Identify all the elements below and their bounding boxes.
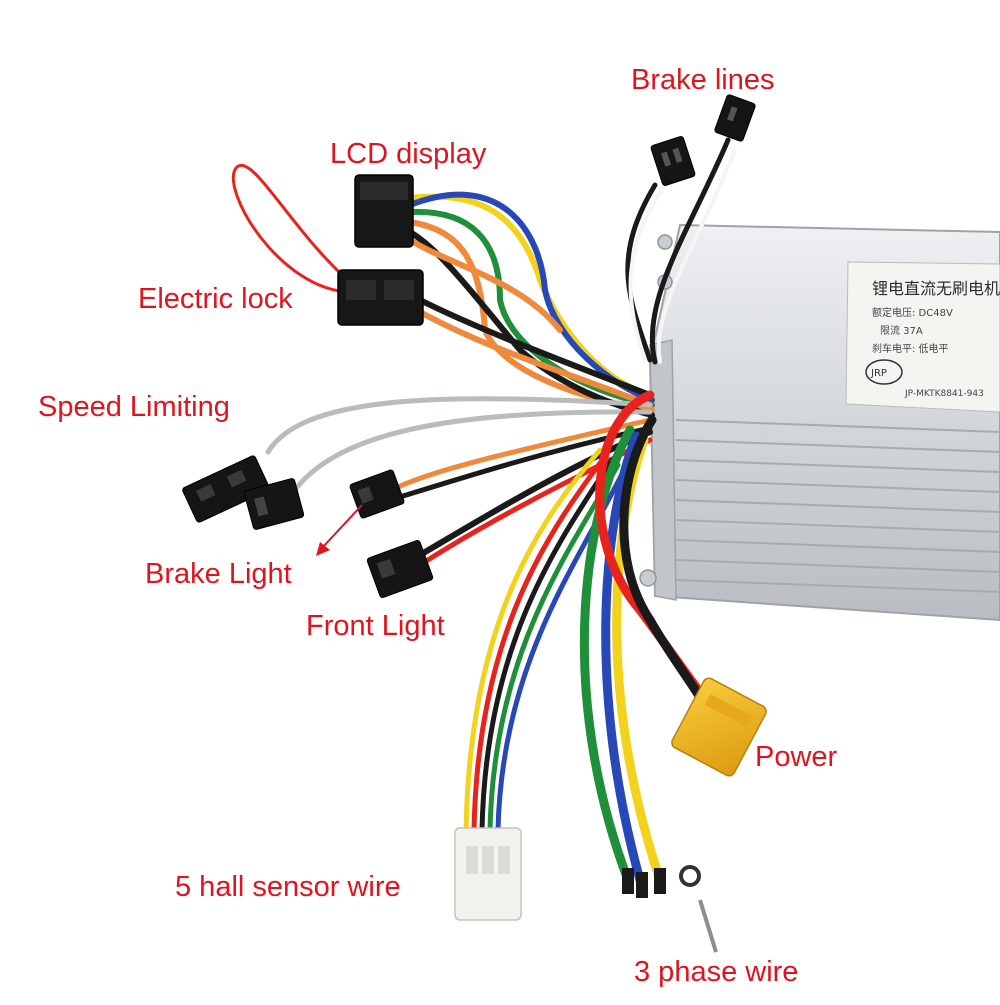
label-phase-wire: 3 phase wire [634,956,799,988]
brake-line-connector-2 [714,94,756,142]
plate-model: JP-MKTK8841-943 [904,389,984,399]
plate-line-3: 刹车电平: 低电平 [872,342,949,355]
brake-lines-wires [625,137,737,365]
heatsink-fins [675,419,1000,593]
label-front-light: Front Light [306,610,445,642]
brand-logo-icon [865,359,903,385]
label-brake-light: Brake Light [145,558,292,590]
brake-line-connector-1 [650,136,696,186]
bottom-harness-wires [463,390,711,885]
screw-icon [639,569,657,587]
label-hall-sensor: 5 hall sensor wire [175,871,401,903]
brake-light-arrow [316,504,363,556]
label-electric-lock: Electric lock [138,283,293,315]
plate-heading: 锂电直流无刷电机 [872,279,1000,298]
label-speed-limiting: Speed Limiting [38,391,230,423]
label-brake-lines: Brake lines [631,64,775,96]
hall-sensor-connector [454,827,522,921]
label-lcd-display: LCD display [330,138,487,170]
plate-line-1: 额定电压: DC48V [872,306,953,319]
electric-lock-connector [337,269,424,326]
front-light-connector [366,540,434,598]
left-harness-wires [231,164,655,568]
phase-wire-terminals [622,865,718,953]
speed-limiting-connector-male [243,478,305,530]
lcd-display-connector [354,174,414,248]
label-power: Power [755,741,838,773]
brake-light-connector [349,469,405,519]
plate-line-2: 限流 37A [880,324,923,337]
controller-label-sticker: 锂电直流无刷电机 额定电压: DC48V 限流 37A 刹车电平: 低电平 JR… [845,261,1000,413]
power-connector [671,677,767,777]
screw-icon [657,234,673,250]
speed-limiting-connector-female [182,455,270,523]
controller-housing: 锂电直流无刷电机 额定电压: DC48V 限流 37A 刹车电平: 低电平 JR… [639,223,1000,622]
plate-logo: JRP [870,368,887,379]
